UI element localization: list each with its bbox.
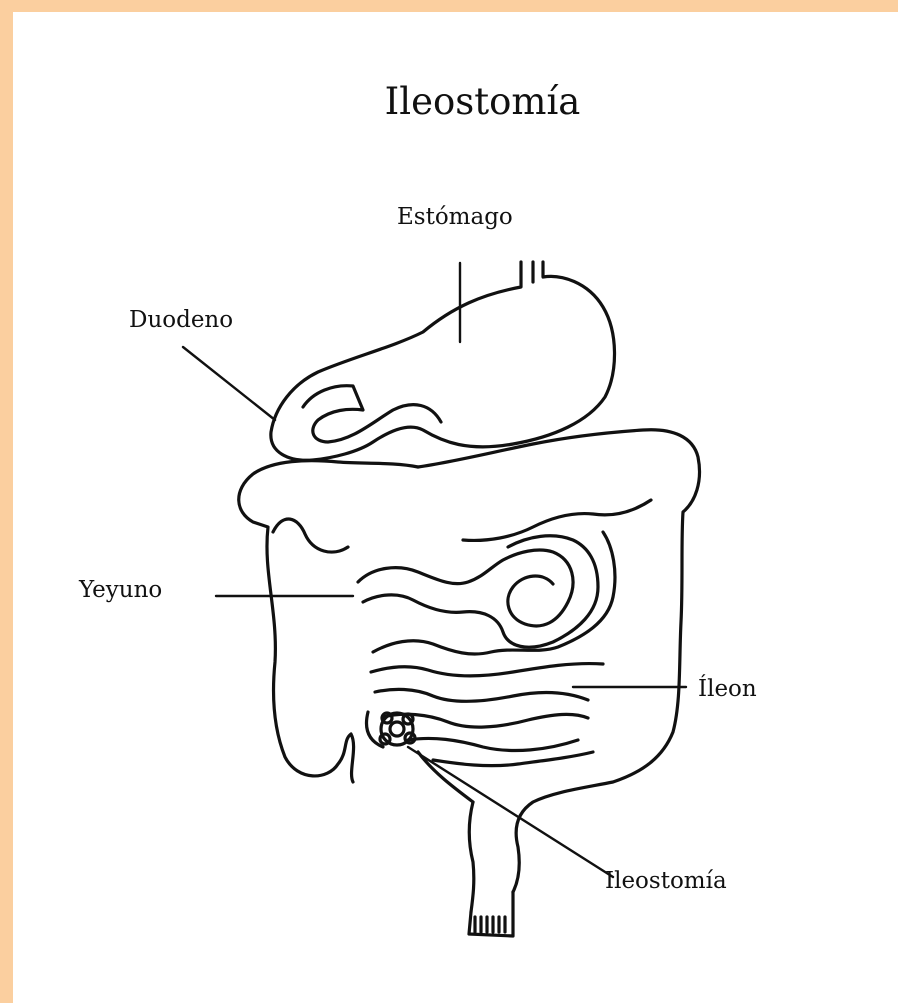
leader-ileostomia [408, 747, 613, 877]
label-yeyuno: Yeyuno [79, 577, 162, 603]
label-ileostomia: Ileostomía [605, 868, 727, 894]
diagram-page: Ileostomía [13, 12, 898, 1003]
stomach-shape [271, 262, 615, 460]
small-intestine-shape [358, 532, 615, 802]
digestive-tract-diagram [13, 12, 898, 1003]
leader-duodeno [183, 347, 275, 420]
label-estomago: Estómago [397, 204, 513, 230]
stoma-shape [380, 713, 415, 745]
colon-shape [239, 430, 700, 936]
label-duodeno: Duodeno [129, 307, 233, 333]
label-ileon: Íleon [698, 676, 757, 702]
